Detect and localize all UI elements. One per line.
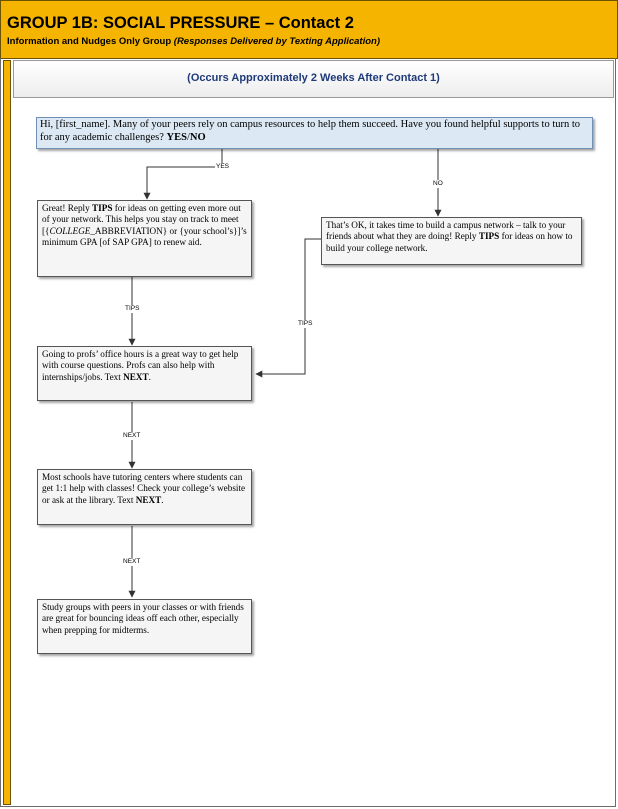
edge-label-tips-left: TIPS [124,305,141,313]
header-bar: GROUP 1B: SOCIAL PRESSURE – Contact 2 In… [0,0,618,59]
next-response-node-1: Most schools have tutoring centers where… [37,469,252,525]
next-response-node-2: Study groups with peers in your classes … [37,599,252,654]
edge-label-next-2: NEXT [122,558,142,566]
edge-label-no: NO [432,180,444,188]
yes-response-node: Great! Reply TIPS for ideas on getting e… [37,200,252,277]
no-response-node: That’s OK, it takes time to build a camp… [321,217,582,265]
edge-yes [143,147,223,200]
subtitle-italic: (Responses Delivered by Texting Applicat… [173,36,381,47]
left-accent-bar [3,60,11,805]
edge-label-yes: YES [215,163,231,171]
subtitle-plain: Information and Nudges Only Group [7,36,174,47]
timing-text: (Occurs Approximately 2 Weeks After Cont… [187,72,440,84]
question-node: Hi, [first_name]. Many of your peers rel… [36,117,593,149]
page-frame [0,58,616,807]
page-subtitle: Information and Nudges Only Group (Respo… [7,36,380,47]
edge-label-tips-right: TIPS [297,320,314,328]
edge-label-next-1: NEXT [122,432,142,440]
timing-banner: (Occurs Approximately 2 Weeks After Cont… [13,60,614,98]
page-title: GROUP 1B: SOCIAL PRESSURE – Contact 2 [7,14,354,32]
edge-tips-right [255,238,322,378]
tips-response-node: Going to profs’ office hours is a great … [37,346,252,401]
